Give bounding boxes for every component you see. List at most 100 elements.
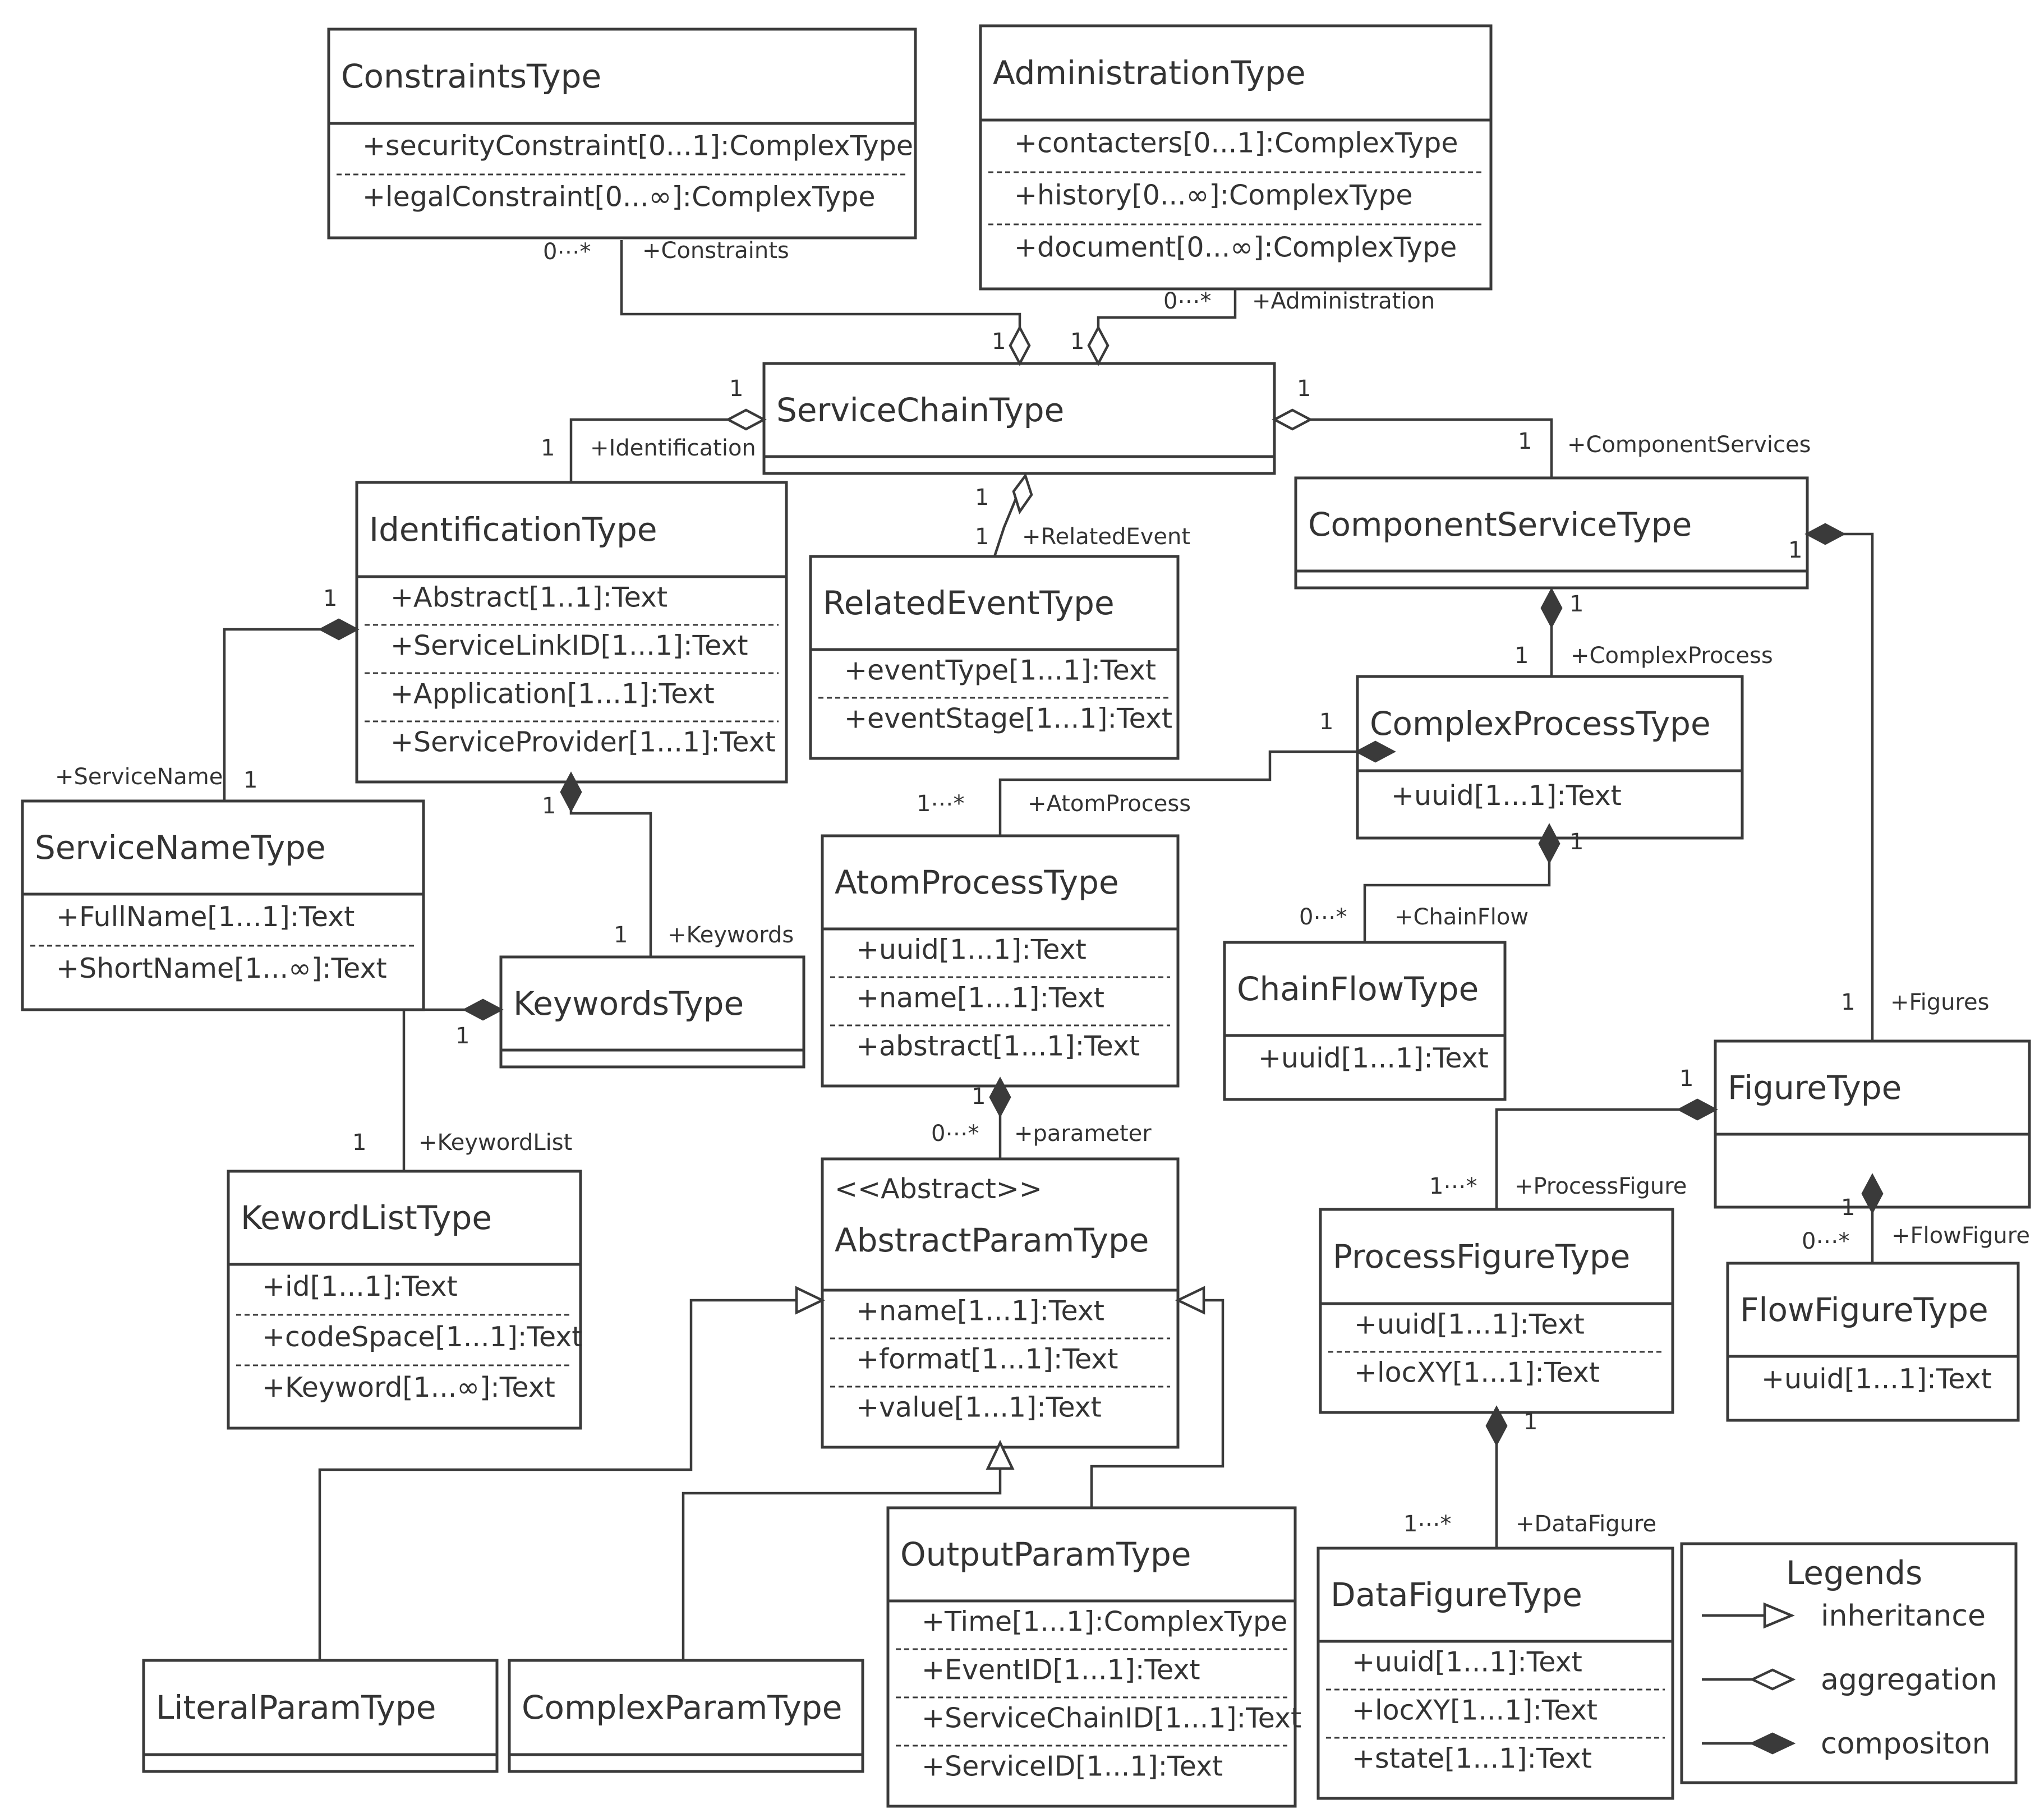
composition-line xyxy=(1495,1108,1715,1209)
class-attribute: +value[1...1]:Text xyxy=(856,1391,1102,1423)
composition-line xyxy=(998,750,1357,836)
class-literalparam: LiteralParamType xyxy=(142,1659,499,1773)
class-attribute: +Keyword[1...∞]:Text xyxy=(262,1371,555,1403)
composition-line xyxy=(569,774,652,957)
class-attribute: +FullName[1...1]:Text xyxy=(56,901,355,933)
aggregation-line xyxy=(1274,418,1553,478)
multiplicity-part: 1 xyxy=(975,524,989,550)
class-name: ConstraintsType xyxy=(341,57,601,95)
class-attribute: +ServiceLinkID[1...1]:Text xyxy=(390,629,748,661)
multiplicity-part: 1 xyxy=(1841,989,1855,1015)
class-name: FigureType xyxy=(1728,1069,1902,1107)
class-atomprocess: AtomProcessType+uuid[1...1]:Text+name[1.… xyxy=(821,834,1180,1088)
composition-diamond xyxy=(1749,1732,1796,1755)
class-boxes: ConstraintsType +securityConstraint[0...1… xyxy=(21,24,2031,1808)
aggregation-diamond xyxy=(1087,325,1110,366)
relation-aggregation xyxy=(1274,418,1553,478)
multiplicity-whole: 1 xyxy=(1788,537,1802,563)
multiplicity-whole: 1 xyxy=(972,1084,986,1110)
class-box xyxy=(1223,941,1507,1101)
class-processfigure: ProcessFigureType+uuid[1...1]:Text+locXY… xyxy=(1319,1208,1674,1414)
multiplicity-whole: 1 xyxy=(729,376,743,402)
class-attribute: +uuid[1...1]:Text xyxy=(1391,780,1622,812)
role-label: +Figures xyxy=(1890,989,1989,1015)
multiplicity-part: 1 xyxy=(243,767,257,793)
legend-title: Legends xyxy=(1786,1554,1922,1592)
relation-composition xyxy=(569,774,652,957)
class-box xyxy=(1319,1208,1674,1414)
class-attribute: +history[0...∞]:ComplexType xyxy=(1014,180,1413,211)
class-box xyxy=(809,555,1180,760)
legend-label: inheritance xyxy=(1821,1599,1986,1633)
class-servicechain: ServiceChainType xyxy=(762,362,1276,475)
multiplicity-part: 1 xyxy=(614,922,628,948)
role-label: +ComplexProcess xyxy=(1571,643,1773,669)
class-attribute: +Application[1...1]:Text xyxy=(390,678,715,710)
class-kewordlist: KewordListType+id[1...1]:Text+codeSpace[… xyxy=(227,1170,582,1430)
composition-line xyxy=(223,628,357,801)
class-componentservice: ComponentServiceType xyxy=(1294,476,1809,590)
legend-item-inheritance: inheritance xyxy=(1702,1599,1986,1633)
relation-composition xyxy=(1495,1108,1715,1209)
multiplicity-whole: 1 xyxy=(1841,1195,1855,1221)
multiplicity-whole: 1 xyxy=(455,1023,469,1049)
class-box xyxy=(1356,675,1744,840)
class-chainflow: ChainFlowType +uuid[1...1]:Text xyxy=(1223,941,1507,1101)
class-attribute: +name[1...1]:Text xyxy=(856,1295,1104,1327)
relation-inheritance xyxy=(318,1299,822,1660)
class-box xyxy=(227,1170,582,1430)
class-box xyxy=(979,24,1493,291)
class-constraints: ConstraintsType +securityConstraint[0...1… xyxy=(327,27,917,240)
class-keywords: KeywordsType xyxy=(499,955,805,1069)
relation-composition xyxy=(998,750,1357,836)
role-label: +AtomProcess xyxy=(1028,791,1191,817)
class-attribute: +Time[1...1]:ComplexType xyxy=(922,1605,1287,1637)
class-name: ServiceChainType xyxy=(776,391,1064,429)
class-name: AdministrationType xyxy=(993,54,1306,92)
composition-diamond xyxy=(989,1076,1011,1118)
class-box xyxy=(821,834,1180,1088)
class-attribute: +uuid[1...1]:Text xyxy=(1258,1042,1489,1074)
class-attribute: +eventType[1...1]:Text xyxy=(844,654,1156,686)
multiplicity-whole: 1 xyxy=(975,485,989,510)
class-name: AtomProcessType xyxy=(835,863,1119,901)
class-box xyxy=(1294,476,1809,590)
class-attribute: +codeSpace[1...1]:Text xyxy=(262,1321,582,1353)
role-label: +KeywordList xyxy=(418,1130,572,1156)
class-name: AbstractParamType xyxy=(835,1221,1149,1259)
multiplicity-whole: 1 xyxy=(1523,1409,1537,1435)
relation-composition xyxy=(223,628,357,801)
composition-diamond xyxy=(1804,523,1846,545)
inheritance-line xyxy=(318,1299,822,1660)
composition-diamond xyxy=(560,771,582,813)
class-attribute: +eventStage[1...1]:Text xyxy=(844,702,1172,734)
multiplicity-part: 0⋯* xyxy=(1299,904,1347,930)
class-attribute: +ServiceID[1...1]:Text xyxy=(922,1750,1223,1782)
class-name: LiteralParamType xyxy=(156,1688,436,1727)
multiplicity-part: 1 xyxy=(352,1130,366,1156)
multiplicity-part: 0⋯* xyxy=(1163,288,1211,314)
multiplicity-part: 1 xyxy=(541,435,555,461)
class-box xyxy=(21,799,425,1011)
class-attribute: +uuid[1...1]:Text xyxy=(1354,1308,1585,1340)
multiplicity-part: 1⋯* xyxy=(917,791,964,817)
class-administration: AdministrationType+contacters[0...1]:Com… xyxy=(979,24,1493,291)
class-name: KeywordsType xyxy=(513,984,744,1023)
class-name: FlowFigureType xyxy=(1740,1291,1988,1329)
legend-label: aggregation xyxy=(1821,1663,1997,1697)
class-attribute: +ServiceChainID[1...1]:Text xyxy=(922,1702,1301,1734)
inheritance-triangle xyxy=(795,1286,826,1315)
class-attribute: +uuid[1...1]:Text xyxy=(1761,1363,1992,1395)
composition-diamond xyxy=(1540,587,1563,629)
class-attribute: +locXY[1...1]:Text xyxy=(1354,1356,1600,1388)
role-label: +ServiceName xyxy=(55,764,223,790)
role-label: +parameter xyxy=(1014,1121,1152,1147)
class-box xyxy=(886,1506,1297,1808)
class-name: ChainFlowType xyxy=(1237,970,1479,1008)
inheritance-triangle xyxy=(986,1439,1015,1470)
class-attribute: +document[0...∞]:ComplexType xyxy=(1014,232,1457,264)
multiplicity-whole: 1 xyxy=(1297,376,1311,402)
class-attribute: +securityConstraint[0...1]:ComplexType xyxy=(362,130,913,162)
relation-aggregation xyxy=(569,418,764,482)
